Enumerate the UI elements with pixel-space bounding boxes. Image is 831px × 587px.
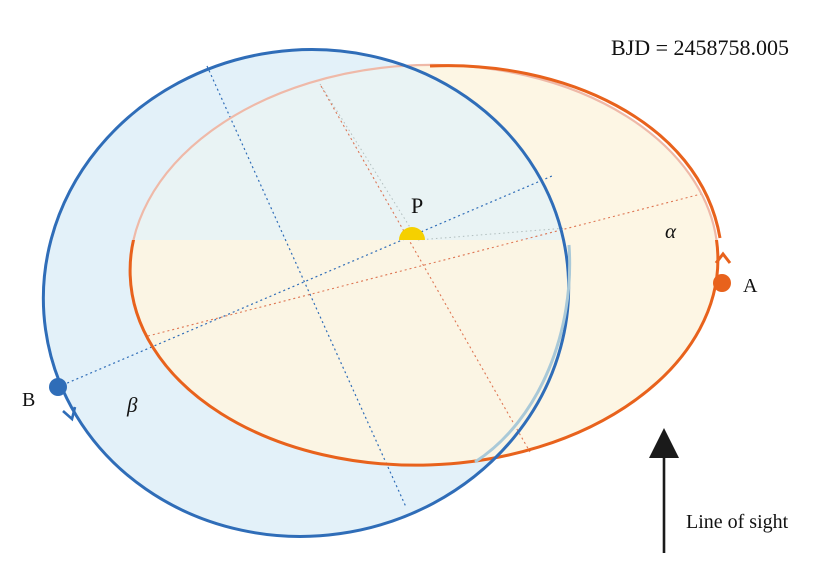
orange-minor-axis (320, 85, 531, 453)
blue-orbit-lower (41, 240, 571, 538)
label-b: B (22, 389, 35, 411)
faint-guide-lines (319, 83, 567, 241)
blue-minor-axis (206, 65, 407, 508)
blue-orbit-upper (41, 48, 571, 240)
orange-axis-lines (147, 85, 706, 453)
body-a-dot (713, 274, 731, 292)
label-beta: β (126, 393, 138, 417)
orange-orbit-upper (128, 63, 720, 240)
line-of-sight-arrow-icon (649, 428, 679, 458)
label-line-of-sight: Line of sight (686, 511, 789, 533)
star-p-icon (399, 227, 425, 240)
label-p: P (411, 193, 423, 218)
blue-orbit-faded-arc (474, 244, 572, 464)
body-a-direction-icon (714, 251, 732, 264)
orange-major-axis (147, 192, 706, 337)
label-a: A (743, 275, 758, 297)
body-b-dot (49, 378, 67, 396)
blue-axis-lines (57, 65, 553, 508)
label-alpha: α (665, 219, 677, 243)
orange-orbit-right-arc (429, 64, 722, 239)
bjd-label: BJD = 2458758.005 (611, 35, 789, 60)
orange-orbit-lower (128, 240, 720, 467)
body-b-direction-icon (62, 406, 77, 422)
